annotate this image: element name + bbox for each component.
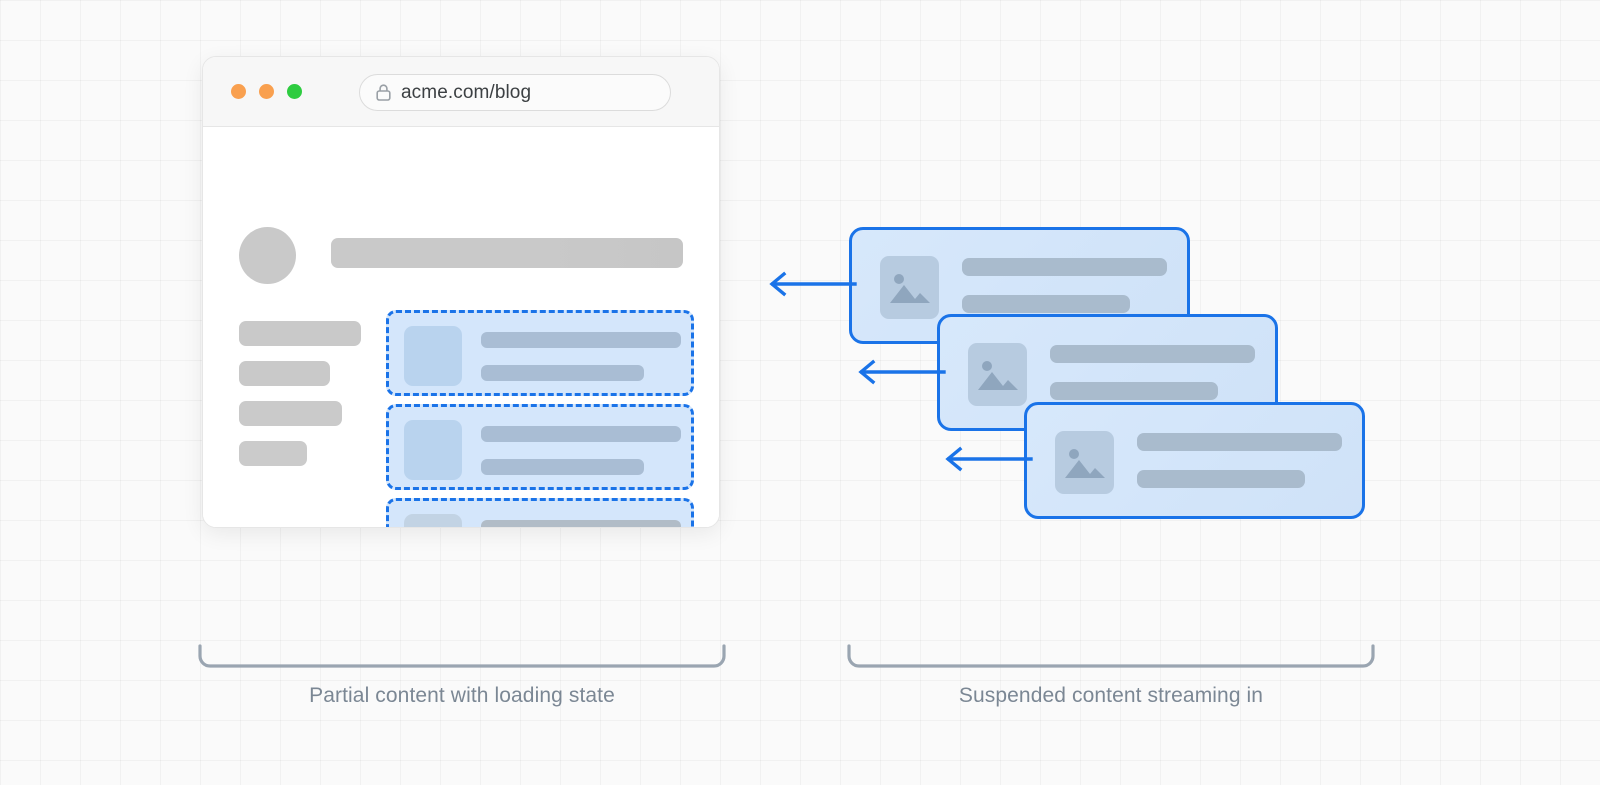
suspended-card-3 (1024, 402, 1365, 519)
text-skeleton-line (1137, 433, 1342, 451)
text-skeleton-line (1050, 382, 1218, 400)
image-placeholder (404, 420, 462, 480)
right-bracket (847, 644, 1375, 668)
close-dot[interactable] (231, 84, 246, 99)
sidebar-skeleton-bar-2 (239, 361, 330, 386)
image-placeholder (404, 514, 462, 527)
lock-icon (376, 84, 391, 101)
minimize-dot[interactable] (259, 84, 274, 99)
text-skeleton-line (481, 459, 644, 475)
url-bar[interactable]: acme.com/blog (359, 74, 671, 111)
loading-card-3 (386, 498, 694, 527)
left-bracket (198, 644, 726, 668)
right-caption: Suspended content streaming in (958, 684, 1264, 707)
image-icon (968, 343, 1027, 406)
stream-arrow-2 (858, 359, 946, 385)
text-skeleton-line (1137, 470, 1305, 488)
suspended-card-1 (849, 227, 1190, 344)
image-icon (1055, 431, 1114, 494)
window-controls (231, 84, 302, 99)
sidebar-skeleton-bar-3 (239, 401, 342, 426)
loading-card-2 (386, 404, 694, 490)
loading-card-1 (386, 310, 694, 396)
text-skeleton-line (481, 332, 681, 348)
text-skeleton-line (481, 520, 681, 527)
sidebar-skeleton-bar-1 (239, 321, 361, 346)
text-skeleton-line (1050, 345, 1255, 363)
url-text: acme.com/blog (401, 81, 532, 103)
text-skeleton-line (481, 426, 681, 442)
image-placeholder (404, 326, 462, 386)
text-skeleton-line (962, 295, 1130, 313)
text-skeleton-line (481, 365, 644, 381)
page-content (203, 127, 719, 527)
browser-window-mockup: acme.com/blog (202, 56, 720, 528)
header-skeleton-bar (331, 238, 683, 268)
image-icon (880, 256, 939, 319)
avatar-placeholder (239, 227, 296, 284)
left-caption: Partial content with loading state (309, 684, 615, 707)
browser-chrome: acme.com/blog (203, 57, 719, 127)
text-skeleton-line (962, 258, 1167, 276)
stream-arrow-3 (945, 446, 1033, 472)
stream-arrow-1 (769, 271, 857, 297)
maximize-dot[interactable] (287, 84, 302, 99)
sidebar-skeleton-bar-4 (239, 441, 307, 466)
